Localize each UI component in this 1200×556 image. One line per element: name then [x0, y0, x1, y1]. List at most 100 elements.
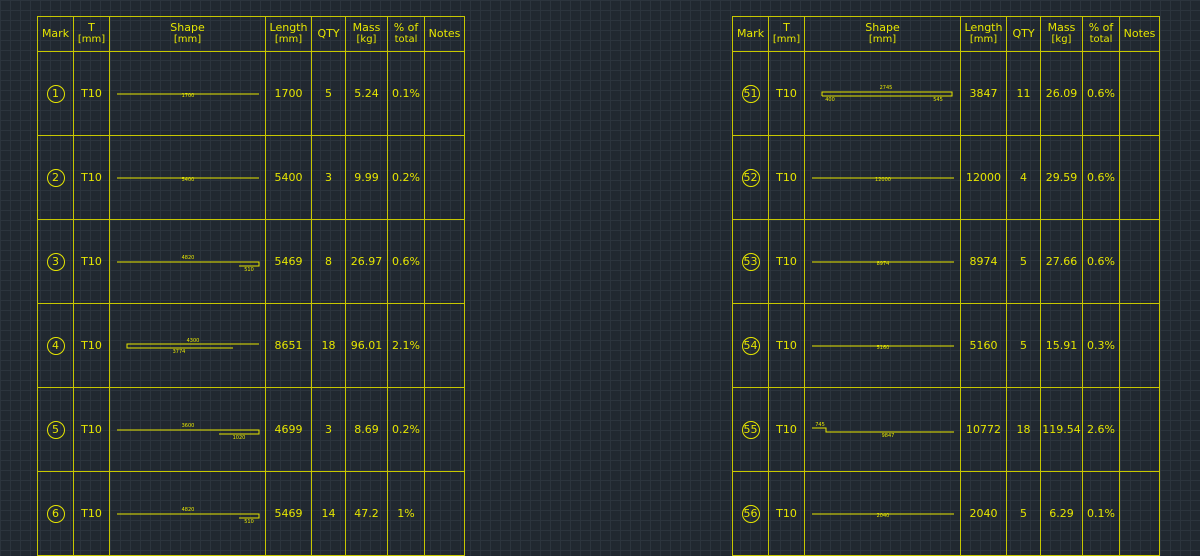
qty-cell: 3: [311, 135, 346, 220]
qty-cell: 5: [1006, 303, 1041, 388]
table-row[interactable]: 5 T10 3600 1020 4699 3 8.69 0.2%: [37, 387, 465, 472]
length-cell: 1700: [265, 51, 312, 136]
mass-cell: 9.99: [345, 135, 388, 220]
header-notes: Notes: [424, 16, 465, 52]
table-row[interactable]: 52 T10 12000 12000 4 29.59 0.6%: [732, 135, 1160, 220]
mass-cell: 47.2: [345, 471, 388, 556]
mark-cell: 5: [37, 387, 74, 472]
pct-cell: 0.3%: [1082, 303, 1120, 388]
mass-cell: 26.97: [345, 219, 388, 304]
diameter-cell: T10: [73, 387, 110, 472]
header-length: Length[mm]: [960, 16, 1007, 52]
table-row[interactable]: 4 T10 4300 3774 8651 18 96.01 2.1%: [37, 303, 465, 388]
notes-cell[interactable]: [1119, 303, 1160, 388]
bar-shape-diagram: 8974: [804, 219, 961, 304]
table-row[interactable]: 56 T10 2040 2040 5 6.29 0.1%: [732, 471, 1160, 556]
dimension-label: 9847: [881, 433, 894, 439]
pct-cell: 0.6%: [1082, 219, 1120, 304]
mark-cell: 6: [37, 471, 74, 556]
diameter-cell: T10: [768, 303, 805, 388]
dimension-label: 5160: [876, 345, 889, 351]
dimension-label: 3600: [181, 423, 194, 429]
mark-circle: 6: [46, 504, 65, 523]
mark-circle: 53: [741, 252, 760, 271]
mark-circle: 2: [46, 168, 65, 187]
notes-cell[interactable]: [1119, 387, 1160, 472]
mark-cell: 54: [732, 303, 769, 388]
table-row[interactable]: 51 T10 2745 400 545 3847 11 26.09 0.6%: [732, 51, 1160, 136]
dimension-label: 400: [825, 97, 835, 103]
diameter-cell: T10: [73, 219, 110, 304]
mass-cell: 15.91: [1040, 303, 1083, 388]
header-length: Length[mm]: [265, 16, 312, 52]
mark-cell: 53: [732, 219, 769, 304]
table-row[interactable]: 6 T10 4820 510 5469 14 47.2 1%: [37, 471, 465, 556]
notes-cell[interactable]: [1119, 471, 1160, 556]
dimension-label: 545: [933, 97, 943, 103]
mass-cell: 119.54: [1040, 387, 1083, 472]
mass-cell: 96.01: [345, 303, 388, 388]
notes-cell[interactable]: [424, 51, 465, 136]
pct-cell: 2.1%: [387, 303, 425, 388]
qty-cell: 5: [1006, 219, 1041, 304]
bar-shape-diagram: 745 9847: [804, 387, 961, 472]
dimension-label: 3774: [172, 349, 185, 355]
pct-cell: 0.1%: [387, 51, 425, 136]
bar-shape-diagram: 4300 3774: [109, 303, 266, 388]
bar-shape-diagram: 5400: [109, 135, 266, 220]
table-row[interactable]: 54 T10 5160 5160 5 15.91 0.3%: [732, 303, 1160, 388]
mark-circle: 5: [46, 420, 65, 439]
qty-cell: 18: [1006, 387, 1041, 472]
length-cell: 3847: [960, 51, 1007, 136]
pct-cell: 0.6%: [1082, 135, 1120, 220]
pct-cell: 0.1%: [1082, 471, 1120, 556]
header-t: T[mm]: [73, 16, 110, 52]
header-t: T[mm]: [768, 16, 805, 52]
mark-circle: 51: [741, 84, 760, 103]
length-cell: 8651: [265, 303, 312, 388]
mass-cell: 26.09: [1040, 51, 1083, 136]
length-cell: 10772: [960, 387, 1007, 472]
mark-circle: 52: [741, 168, 760, 187]
qty-cell: 4: [1006, 135, 1041, 220]
notes-cell[interactable]: [1119, 51, 1160, 136]
bar-shape-diagram: 4820 510: [109, 471, 266, 556]
notes-cell[interactable]: [424, 471, 465, 556]
qty-cell: 18: [311, 303, 346, 388]
notes-cell[interactable]: [424, 135, 465, 220]
bar-shape-diagram: 3600 1020: [109, 387, 266, 472]
length-cell: 12000: [960, 135, 1007, 220]
qty-cell: 11: [1006, 51, 1041, 136]
notes-cell[interactable]: [1119, 219, 1160, 304]
dimension-label: 2040: [876, 513, 889, 519]
length-cell: 2040: [960, 471, 1007, 556]
length-cell: 5160: [960, 303, 1007, 388]
header-mark: Mark: [37, 16, 74, 52]
bar-shape-diagram: 12000: [804, 135, 961, 220]
table-row[interactable]: 3 T10 4820 510 5469 8 26.97 0.6%: [37, 219, 465, 304]
qty-cell: 8: [311, 219, 346, 304]
notes-cell[interactable]: [424, 303, 465, 388]
table-row[interactable]: 53 T10 8974 8974 5 27.66 0.6%: [732, 219, 1160, 304]
header-shape: Shape[mm]: [109, 16, 266, 52]
table-row[interactable]: 2 T10 5400 5400 3 9.99 0.2%: [37, 135, 465, 220]
mark-cell: 51: [732, 51, 769, 136]
mark-circle: 4: [46, 336, 65, 355]
mark-cell: 1: [37, 51, 74, 136]
dimension-label: 4820: [181, 255, 194, 261]
notes-cell[interactable]: [424, 387, 465, 472]
length-cell: 5469: [265, 471, 312, 556]
table-row[interactable]: 1 T10 1700 1700 5 5.24 0.1%: [37, 51, 465, 136]
notes-cell[interactable]: [424, 219, 465, 304]
qty-cell: 14: [311, 471, 346, 556]
header-mass: Mass[kg]: [1040, 16, 1083, 52]
diameter-cell: T10: [73, 303, 110, 388]
mass-cell: 8.69: [345, 387, 388, 472]
diameter-cell: T10: [73, 51, 110, 136]
mark-cell: 52: [732, 135, 769, 220]
notes-cell[interactable]: [1119, 135, 1160, 220]
mark-cell: 3: [37, 219, 74, 304]
table-row[interactable]: 55 T10 745 9847 10772 18 119.54 2.6%: [732, 387, 1160, 472]
bar-schedule-right: Mark T[mm] Shape[mm] Length[mm] QTY Mass…: [732, 16, 1160, 556]
